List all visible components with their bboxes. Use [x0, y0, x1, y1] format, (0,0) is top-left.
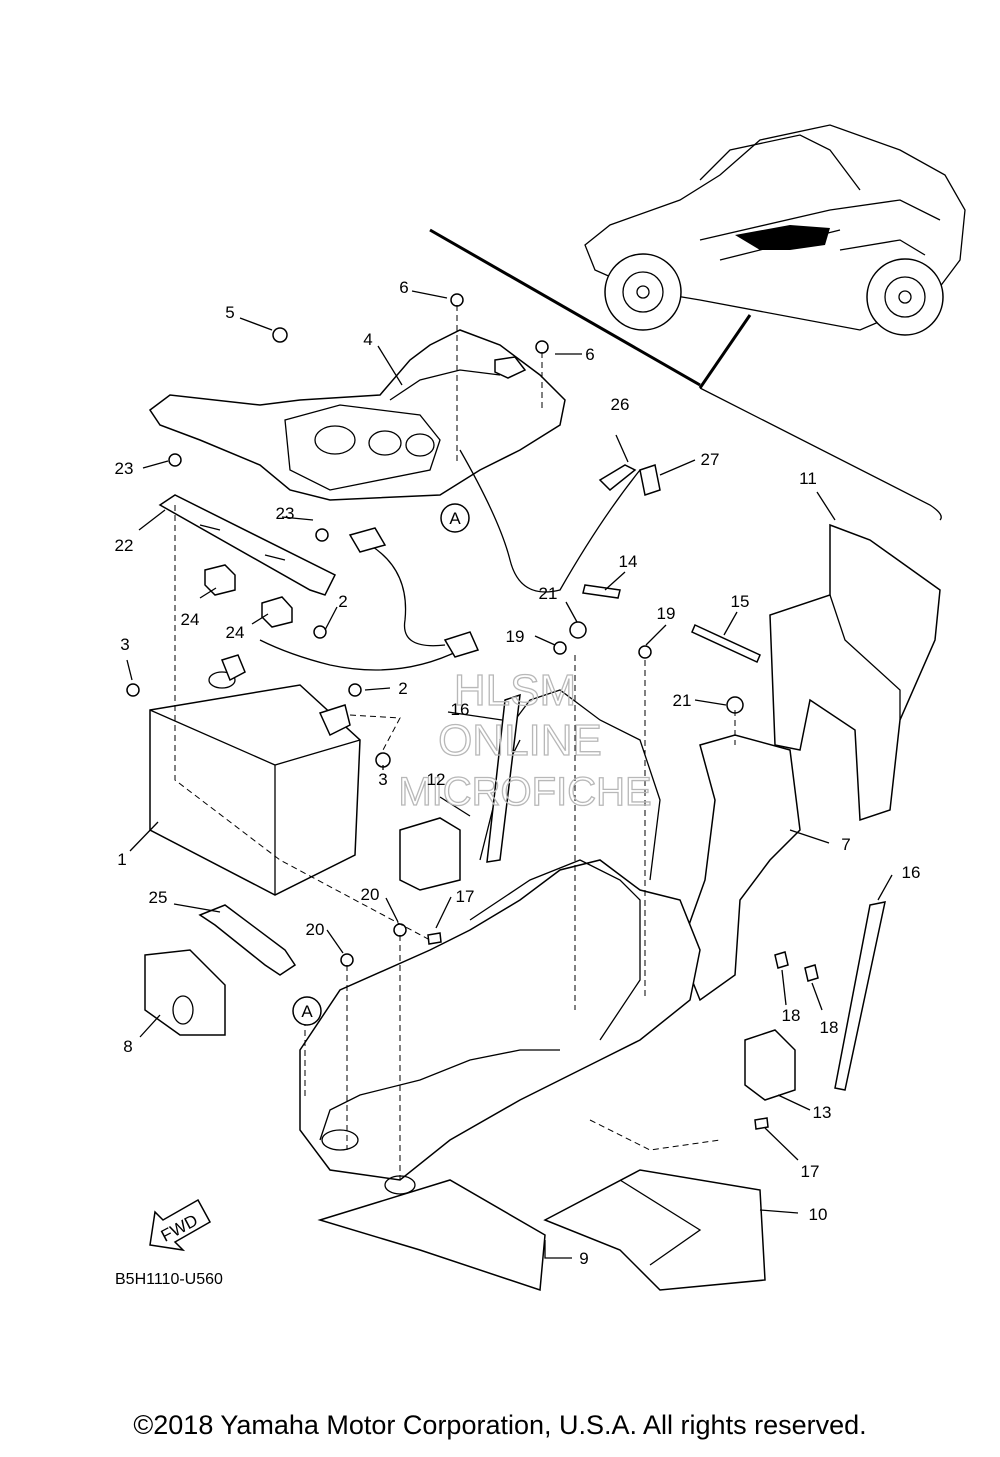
callout-21a: 21 — [539, 584, 558, 603]
panel-10 — [543, 1169, 766, 1291]
shield-11 — [769, 523, 941, 822]
callout-20b: 20 — [361, 885, 380, 904]
callout-17b: 17 — [801, 1162, 820, 1181]
frame-7 — [679, 734, 801, 1002]
leader-lines — [126, 290, 893, 1259]
callout-3b: 3 — [378, 770, 387, 789]
copyright-notice: ©2018 Yamaha Motor Corporation, U.S.A. A… — [133, 1410, 867, 1440]
callout-18b: 18 — [820, 1018, 839, 1037]
callout-18a: 18 — [782, 1006, 801, 1025]
callout-8: 8 — [123, 1037, 132, 1056]
callout-9: 9 — [579, 1249, 588, 1268]
callout-12: 12 — [427, 770, 446, 789]
callout-21b: 21 — [673, 691, 692, 710]
callout-6b: 6 — [585, 345, 594, 364]
top-cover — [148, 329, 566, 501]
callout-25: 25 — [149, 888, 168, 907]
battery — [149, 654, 361, 896]
callout-22: 22 — [115, 536, 134, 555]
vehicle-inset — [584, 124, 966, 336]
watermark-line-3: MICROFICHE — [398, 770, 651, 814]
callout-19b: 19 — [657, 604, 676, 623]
callout-27: 27 — [701, 450, 720, 469]
callout-2b: 2 — [398, 679, 407, 698]
callout-A-bottom: A — [301, 1002, 313, 1021]
callout-24b: 24 — [226, 623, 245, 642]
callout-19a: 19 — [506, 627, 525, 646]
callout-13: 13 — [813, 1103, 832, 1122]
watermark: HLSM ONLINE MICROFICHE — [398, 665, 653, 814]
watermark-line-1: HLSM — [454, 666, 576, 715]
callout-labels: 1 2 2 3 3 4 5 6 6 7 8 9 10 11 12 13 14 1… — [115, 278, 921, 1268]
fwd-arrow — [149, 1198, 212, 1252]
callout-15: 15 — [731, 592, 750, 611]
diagram-code: B5H1110-U560 — [115, 1271, 223, 1288]
callout-1: 1 — [117, 850, 126, 869]
callout-17a: 17 — [456, 887, 475, 906]
bracket-22 — [158, 494, 337, 596]
callout-23b: 23 — [276, 504, 295, 523]
callout-23a: 23 — [115, 459, 134, 478]
callout-A-top: A — [449, 509, 461, 528]
callout-7: 7 — [841, 835, 850, 854]
callout-11: 11 — [799, 469, 817, 488]
callout-14: 14 — [619, 552, 638, 571]
callout-24a: 24 — [181, 610, 200, 629]
pad-8 — [144, 949, 226, 1036]
callout-4: 4 — [363, 330, 372, 349]
callout-3a: 3 — [120, 635, 129, 654]
sheet-9 — [317, 1179, 546, 1292]
callout-16b: 16 — [902, 863, 921, 882]
callout-20a: 20 — [306, 920, 325, 939]
callout-10: 10 — [809, 1205, 828, 1224]
callout-16a: 16 — [451, 700, 470, 719]
callout-26: 26 — [611, 395, 630, 414]
callout-5: 5 — [225, 303, 234, 322]
callout-6a: 6 — [399, 278, 408, 297]
watermark-line-2: ONLINE — [438, 716, 602, 765]
callout-2a: 2 — [338, 592, 347, 611]
